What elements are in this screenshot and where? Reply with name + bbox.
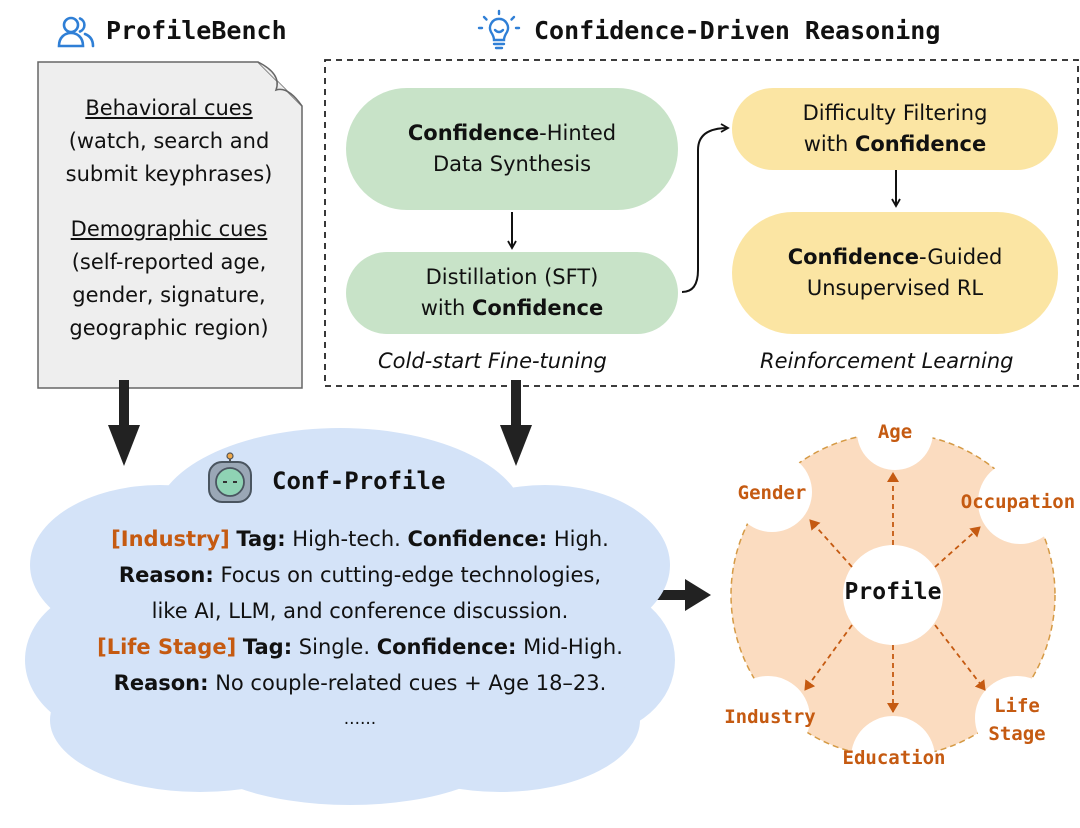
k-reason: Reason: (118, 563, 214, 587)
node-lifestage-label: Life Stage (977, 692, 1057, 748)
node-occupation (978, 460, 1062, 544)
lifestage-tag-label: [Life Stage] (97, 635, 237, 659)
caption-cold-start: Cold-start Fine-tuning (378, 349, 607, 373)
node-occupation-label: Occupation (960, 491, 1076, 513)
node-education-label: Education (842, 747, 946, 769)
node-profile (843, 545, 943, 645)
caption-reinforcement: Reinforcement Learning (760, 349, 1014, 373)
k-confidence: Confidence: (407, 527, 548, 551)
node-gender-label: Gender (737, 482, 807, 504)
k-reason: Reason: (113, 671, 209, 695)
conf-profile-content: [Industry] Tag: High-tech. Confidence: H… (60, 521, 660, 737)
robot-icon (208, 452, 252, 503)
node-lifestage-line2: Stage (988, 723, 1046, 745)
box2-bold: Confidence (471, 296, 604, 320)
box4-line2: Unsupervised RL (806, 276, 984, 300)
lightbulb-icon (477, 9, 521, 50)
v-reason: No couple-related cues + Age 18–23. (215, 671, 607, 695)
box4-rest: -Guided (918, 245, 1003, 269)
difficulty-filtering-box: Difficulty Filtering with Confidence (732, 88, 1058, 170)
v-tag: Single. (298, 635, 371, 659)
industry-tag-label: [Industry] (111, 527, 230, 551)
right-header-title: Confidence-Driven Reasoning (534, 16, 941, 45)
node-industry-label: Industry (724, 706, 816, 728)
cloud-line-reason1: Reason: Focus on cutting-edge technologi… (60, 557, 660, 593)
document-text: Behavioral cues (watch, search and submi… (38, 92, 300, 345)
box2-line1: Distillation (SFT) (425, 265, 599, 289)
box1-bold: Confidence (407, 121, 540, 145)
demographic-line: (self-reported age, (71, 250, 267, 274)
box1-rest: -Hinted (539, 121, 617, 145)
node-lifestage-line1: Life (994, 695, 1040, 717)
demographic-line: geographic region) (69, 316, 269, 340)
node-education (851, 716, 935, 800)
ellipsis: ...... (343, 709, 377, 729)
node-age-label: Age (877, 421, 913, 443)
node-lifestage (975, 676, 1059, 760)
k-confidence: Confidence: (376, 635, 517, 659)
v-reason: Focus on cutting-edge technologies, (220, 563, 602, 587)
k-tag: Tag: (236, 527, 286, 551)
demographic-line: gender, signature, (72, 283, 266, 307)
v-confidence: High. (553, 527, 609, 551)
distillation-box: Distillation (SFT) with Confidence (346, 252, 678, 334)
cloud-line-reason1-cont: like AI, LLM, and conference discussion. (151, 599, 569, 623)
cloud-line-reason2: Reason: No couple-related cues + Age 18–… (60, 665, 660, 701)
cloud-line-industry: [Industry] Tag: High-tech. Confidence: H… (60, 521, 660, 557)
node-industry (726, 676, 810, 760)
box4-bold: Confidence (787, 245, 919, 269)
users-icon (57, 16, 95, 48)
box2-prefix: with (420, 296, 472, 320)
conf-profile-title: Conf-Profile (272, 467, 446, 495)
behavioral-line: (watch, search and (68, 129, 270, 153)
profile-center-label: Profile (844, 579, 942, 605)
k-tag: Tag: (242, 635, 293, 659)
behavioral-line: submit keyphrases) (65, 162, 273, 186)
cloud-line-lifestage: [Life Stage] Tag: Single. Confidence: Mi… (60, 629, 660, 665)
node-age (857, 394, 933, 470)
document-shape (37, 61, 303, 389)
box1-line2: Data Synthesis (432, 152, 592, 176)
box3-bold: Confidence (854, 132, 987, 156)
left-header-title: ProfileBench (106, 16, 287, 45)
behavioral-cues-title: Behavioral cues (85, 96, 253, 120)
node-gender (732, 452, 812, 532)
box3-line1: Difficulty Filtering (802, 101, 988, 125)
box3-prefix: with (803, 132, 855, 156)
v-confidence: Mid-High. (523, 635, 623, 659)
demographic-cues-title: Demographic cues (70, 217, 268, 241)
v-tag: High-tech. (292, 527, 401, 551)
